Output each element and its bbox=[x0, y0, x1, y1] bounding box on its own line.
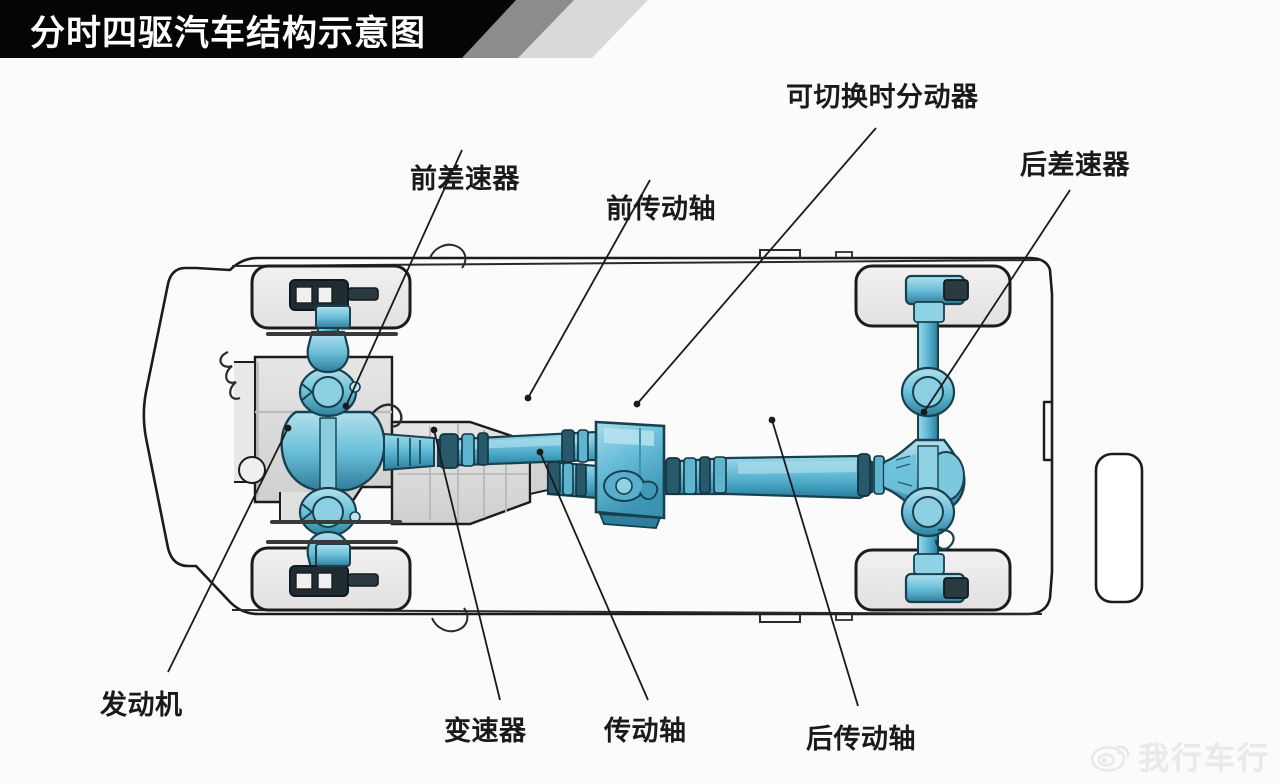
title-banner: 分时四驱汽车结构示意图 bbox=[0, 0, 820, 62]
rear-shaft-joints bbox=[665, 453, 885, 497]
front-left-hub bbox=[289, 279, 379, 329]
front-right-hub bbox=[289, 543, 379, 597]
front-shaft-joints bbox=[439, 429, 589, 469]
label-drive-shaft: 传动轴 bbox=[604, 716, 687, 746]
label-front-drive-shaft: 前传动轴 bbox=[606, 194, 716, 224]
steering-linkage bbox=[371, 403, 403, 428]
banner-black-block bbox=[0, 0, 516, 58]
diagram-stage: 前差速器 前传动轴 可切换时分动器 后差速器 发动机 变速器 传动轴 后传动轴 bbox=[0, 62, 1280, 784]
rear-right-hub bbox=[904, 553, 969, 604]
rear-axle-assembly bbox=[882, 274, 969, 604]
engine-leader bbox=[167, 427, 289, 673]
drive-shaft-leader bbox=[539, 451, 649, 701]
front-differential-leader bbox=[345, 149, 463, 407]
front-suspension-bars bbox=[266, 332, 402, 544]
banner-light-stripe bbox=[500, 0, 648, 58]
rear-differential-leader bbox=[923, 189, 1071, 413]
label-transmission: 变速器 bbox=[444, 716, 527, 746]
vehicle-rear-step bbox=[1042, 400, 1052, 462]
label-engine: 发动机 bbox=[100, 690, 183, 720]
leader-lines bbox=[167, 127, 1071, 707]
banner-mid-stripe bbox=[440, 0, 574, 58]
transfer-case-leader bbox=[636, 127, 877, 405]
page-title: 分时四驱汽车结构示意图 bbox=[30, 13, 427, 53]
title-banner-shape bbox=[0, 0, 648, 58]
transmission-leader bbox=[433, 429, 501, 701]
drive-shaft-joints bbox=[547, 461, 587, 497]
label-rear-drive-shaft: 后传动轴 bbox=[806, 724, 916, 754]
vehicle-body-outline bbox=[142, 256, 1054, 616]
front-axle-assembly bbox=[266, 279, 435, 597]
transfer-case bbox=[594, 420, 666, 529]
rear-left-hub bbox=[904, 274, 969, 323]
rear-right-joint bbox=[900, 486, 956, 538]
label-transfer-case: 可切换时分动器 bbox=[786, 82, 979, 112]
drivetrain-diagram bbox=[142, 127, 1144, 707]
spare-tire bbox=[1094, 452, 1144, 604]
front-left-cv-joint bbox=[298, 366, 361, 418]
label-rear-differential: 后差速器 bbox=[1020, 150, 1130, 180]
front-left-upper-joint bbox=[306, 330, 350, 374]
front-drive-shaft bbox=[436, 429, 598, 469]
front-drive-shaft-leader bbox=[527, 179, 651, 399]
drive-shaft bbox=[546, 460, 600, 500]
label-front-differential: 前差速器 bbox=[410, 164, 520, 194]
front-pinion bbox=[383, 432, 435, 472]
rear-drive-shaft bbox=[662, 453, 885, 500]
rear-drive-shaft-leader bbox=[771, 419, 859, 707]
rear-left-joint bbox=[900, 366, 956, 418]
